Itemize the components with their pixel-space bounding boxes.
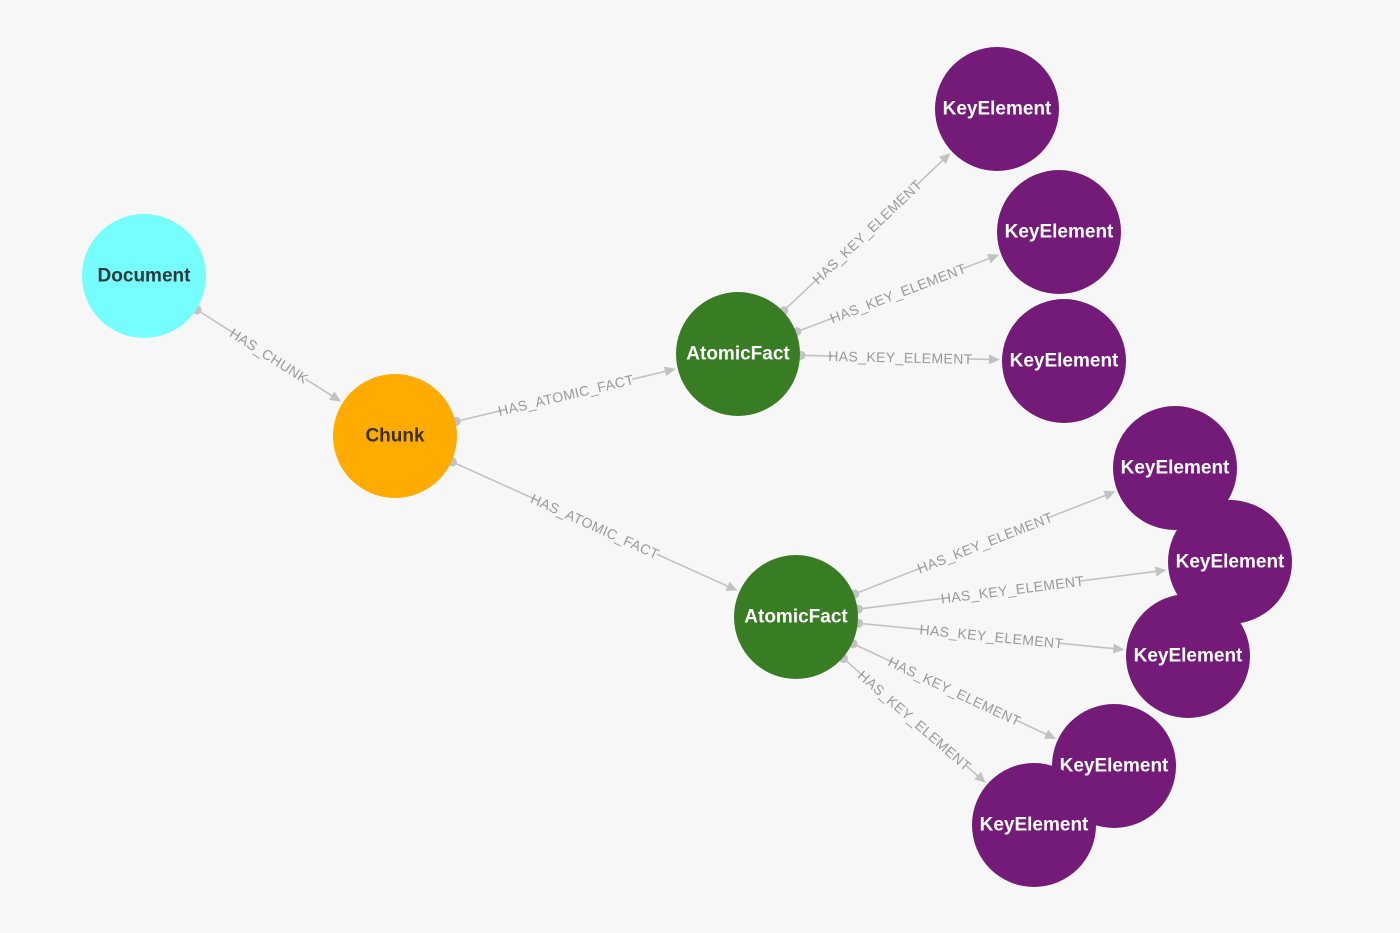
edge-line: [783, 277, 819, 312]
edge-line: [304, 378, 334, 397]
edge-label: HAS_KEY_ELEMENT: [915, 509, 1055, 577]
node-circle: [82, 214, 206, 338]
edge-line: [800, 354, 833, 357]
edge-fact-2-to-key-5[interactable]: HAS_KEY_ELEMENT: [854, 566, 1167, 614]
node-label: Chunk: [365, 426, 425, 447]
edge-line: [961, 257, 991, 270]
edge-arrowhead: [725, 581, 738, 591]
edge-line: [915, 159, 944, 186]
node-document[interactable]: Document: [82, 214, 206, 338]
node-key-1[interactable]: KeyElement: [935, 47, 1059, 171]
edge-arrowhead: [1103, 490, 1116, 501]
edge-label: HAS_KEY_ELEMENT: [828, 348, 973, 367]
node-circle: [935, 47, 1059, 171]
node-label: AtomicFact: [686, 344, 790, 365]
edge-line: [854, 566, 923, 595]
node-label: KeyElement: [1005, 222, 1114, 243]
edge-label: HAS_KEY_ELEMENT: [809, 176, 925, 287]
edge-line: [858, 597, 946, 610]
node-circle: [734, 555, 858, 679]
edge-arrowhead: [987, 253, 1000, 264]
edge-line: [656, 553, 729, 588]
edge-line: [196, 309, 234, 334]
node-key-6[interactable]: KeyElement: [1126, 594, 1250, 718]
edge-line: [1048, 494, 1107, 519]
edge-label: HAS_KEY_ELEMENT: [919, 621, 1064, 651]
edge-line: [1079, 570, 1157, 582]
node-fact-1[interactable]: AtomicFact: [676, 292, 800, 416]
node-key-8[interactable]: KeyElement: [972, 763, 1096, 887]
edge-line: [1059, 642, 1115, 650]
node-circle: [1168, 500, 1292, 624]
node-label: Document: [98, 266, 192, 287]
node-circle: [972, 763, 1096, 887]
edge-label: HAS_ATOMIC_FACT: [528, 490, 662, 562]
edge-line: [858, 622, 924, 631]
node-circle: [333, 374, 457, 498]
edge-line: [796, 316, 835, 333]
edge-label: HAS_KEY_ELEMENT: [940, 573, 1085, 607]
edge-fact-2-to-key-6[interactable]: HAS_KEY_ELEMENT: [854, 618, 1125, 654]
node-circle: [1126, 594, 1250, 718]
node-label: KeyElement: [1121, 458, 1230, 479]
nodes-layer: DocumentChunkAtomicFactAtomicFactKeyElem…: [82, 47, 1292, 887]
node-key-5[interactable]: KeyElement: [1168, 500, 1292, 624]
edge-arrowhead: [329, 391, 342, 402]
edge-label: HAS_ATOMIC_FACT: [496, 371, 635, 419]
node-circle: [676, 292, 800, 416]
node-chunk[interactable]: Chunk: [333, 374, 457, 498]
node-label: AtomicFact: [744, 607, 848, 628]
node-key-4[interactable]: KeyElement: [1113, 406, 1237, 530]
edge-arrowhead: [1112, 643, 1125, 654]
edge-line: [456, 410, 501, 423]
node-circle: [997, 170, 1121, 294]
edge-line: [1015, 719, 1048, 736]
node-label: KeyElement: [1134, 646, 1243, 667]
edge-chunk-to-fact-2[interactable]: HAS_ATOMIC_FACT: [447, 457, 738, 591]
edge-fact-1-to-key-3[interactable]: HAS_KEY_ELEMENT: [796, 348, 1001, 367]
node-label: KeyElement: [1060, 756, 1169, 777]
node-label: KeyElement: [980, 815, 1089, 836]
edge-chunk-to-fact-1[interactable]: HAS_ATOMIC_FACT: [451, 366, 676, 426]
node-key-2[interactable]: KeyElement: [997, 170, 1121, 294]
node-label: KeyElement: [1176, 552, 1285, 573]
edge-line: [852, 643, 894, 664]
edge-line: [452, 461, 534, 500]
node-label: KeyElement: [1010, 351, 1119, 372]
edge-arrowhead: [939, 152, 951, 165]
node-circle: [1113, 406, 1237, 530]
node-key-3[interactable]: KeyElement: [1002, 299, 1126, 423]
node-circle: [1002, 299, 1126, 423]
node-label: KeyElement: [943, 99, 1052, 120]
edge-document-to-chunk[interactable]: HAS_CHUNK: [192, 305, 342, 402]
edge-arrowhead: [1043, 729, 1057, 739]
edge-line: [965, 764, 979, 777]
edge-arrowhead: [988, 354, 1001, 365]
edge-line: [631, 370, 667, 381]
edge-arrowhead: [1154, 566, 1167, 577]
edge-label: HAS_CHUNK: [227, 325, 312, 387]
node-fact-2[interactable]: AtomicFact: [734, 555, 858, 679]
edge-arrowhead: [974, 771, 986, 783]
edge-label: HAS_KEY_ELEMENT: [828, 260, 969, 326]
edge-arrowhead: [663, 366, 676, 377]
